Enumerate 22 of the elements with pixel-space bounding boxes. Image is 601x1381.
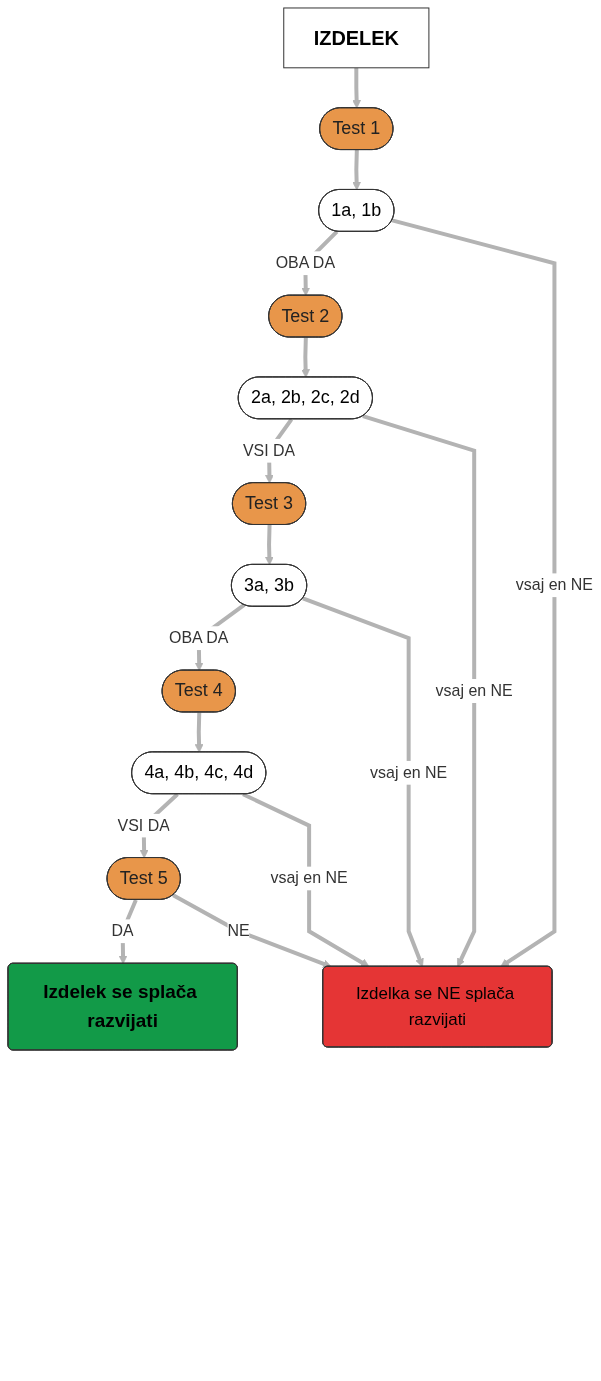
arrow: [352, 150, 361, 191]
edge-label: vsaj en NE: [270, 869, 348, 887]
edge-label: vsaj en NE: [370, 763, 448, 781]
arrow: [302, 596, 424, 968]
arrow: [362, 414, 477, 968]
edge-label: NE: [227, 922, 250, 940]
edge-label: VSI DA: [117, 816, 170, 834]
arrow: [352, 67, 361, 109]
arrow: [118, 899, 138, 965]
arrow: [194, 712, 204, 753]
arrow: [264, 524, 274, 566]
arrow: [391, 218, 557, 968]
edge-label: DA: [111, 922, 134, 940]
edge-label: VSI DA: [242, 441, 296, 459]
arrow: [172, 893, 332, 968]
arrow: [242, 792, 370, 968]
arrow: [301, 337, 310, 378]
node-box: IZDELEK: [283, 7, 430, 69]
edge-label: vsaj en NE: [515, 576, 594, 594]
edge-label: OBA DA: [275, 254, 336, 272]
edge-label: OBA DA: [169, 629, 229, 647]
edge-label: vsaj en NE: [435, 682, 513, 699]
